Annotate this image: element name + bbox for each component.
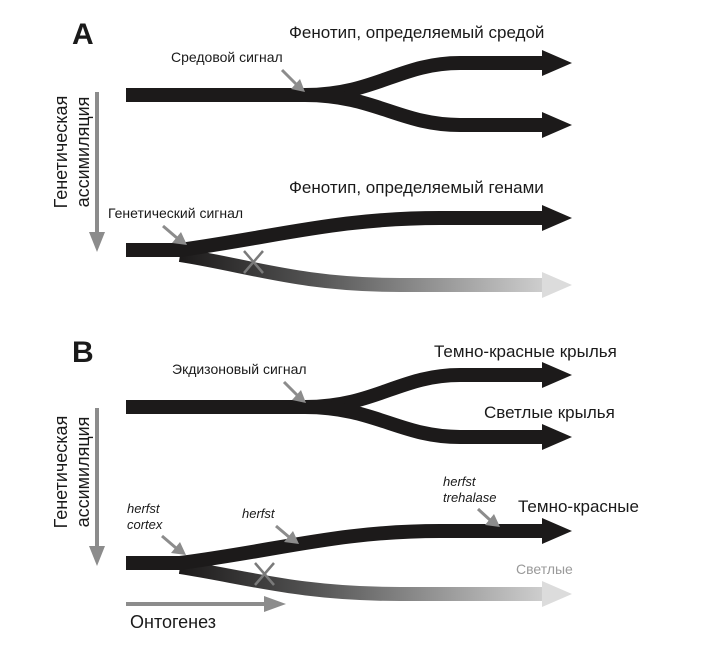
ontogenesis-label: Онтогенез (130, 612, 216, 632)
side-label-line1: Генетическая (51, 416, 71, 529)
panel-b-bottom-outcome-light: Светлые (516, 561, 573, 577)
panel-a-cross-icon (243, 250, 264, 274)
panel-b-bottom-outcome-dark: Темно-красные (518, 497, 639, 516)
side-label-line2: ассимиляция (73, 417, 93, 528)
panel-a-environment-pathway (126, 50, 572, 138)
panel-a-top-signal-label: Средовой сигнал (171, 49, 283, 65)
gene-label-3-line2: trehalase (443, 490, 496, 505)
gene-label-1-line1: herfst (127, 501, 161, 516)
panel-a-bottom-signal-label: Генетический сигнал (108, 205, 243, 221)
gene-label-3-line1: herfst (443, 474, 477, 489)
panel-b-side-label: Генетическая ассимиляция (51, 416, 93, 529)
panel-b-letter: B (72, 336, 94, 369)
ontogenesis-arrow (126, 596, 286, 612)
panel-b-top-signal-label: Экдизоновый сигнал (172, 361, 307, 377)
gene-label-2: herfst (242, 506, 276, 521)
gene-1-arrow (161, 534, 186, 555)
panel-b-assimilation-arrow (89, 408, 105, 566)
panel-b-top-signal-arrow (282, 380, 306, 403)
gene-3-arrow (476, 507, 500, 527)
panel-b-gene-pathway (126, 518, 572, 607)
side-label-line1: Генетическая (51, 96, 71, 209)
panel-a-side-label: Генетическая ассимиляция (51, 96, 93, 209)
panel-b-top-outcome-dark: Темно-красные крылья (434, 342, 617, 361)
panel-b-ecdysone-pathway (126, 362, 572, 450)
panel-a-bottom-signal-arrow (162, 224, 187, 245)
panel-a-letter: A (72, 18, 94, 51)
panel-a-assimilation-arrow (89, 92, 105, 252)
side-label-line2: ассимиляция (73, 97, 93, 208)
gene-label-1-line2: cortex (127, 517, 163, 532)
gene-2-arrow (275, 524, 299, 544)
panel-b-cross-icon (254, 562, 275, 586)
panel-a-top-signal-arrow (280, 68, 305, 92)
panel-b-top-outcome-light: Светлые крылья (484, 403, 615, 422)
panel-a-top-outcome: Фенотип, определяемый средой (289, 23, 544, 42)
panel-a-gene-pathway (126, 205, 572, 298)
panel-a-bottom-outcome: Фенотип, определяемый генами (289, 178, 544, 197)
